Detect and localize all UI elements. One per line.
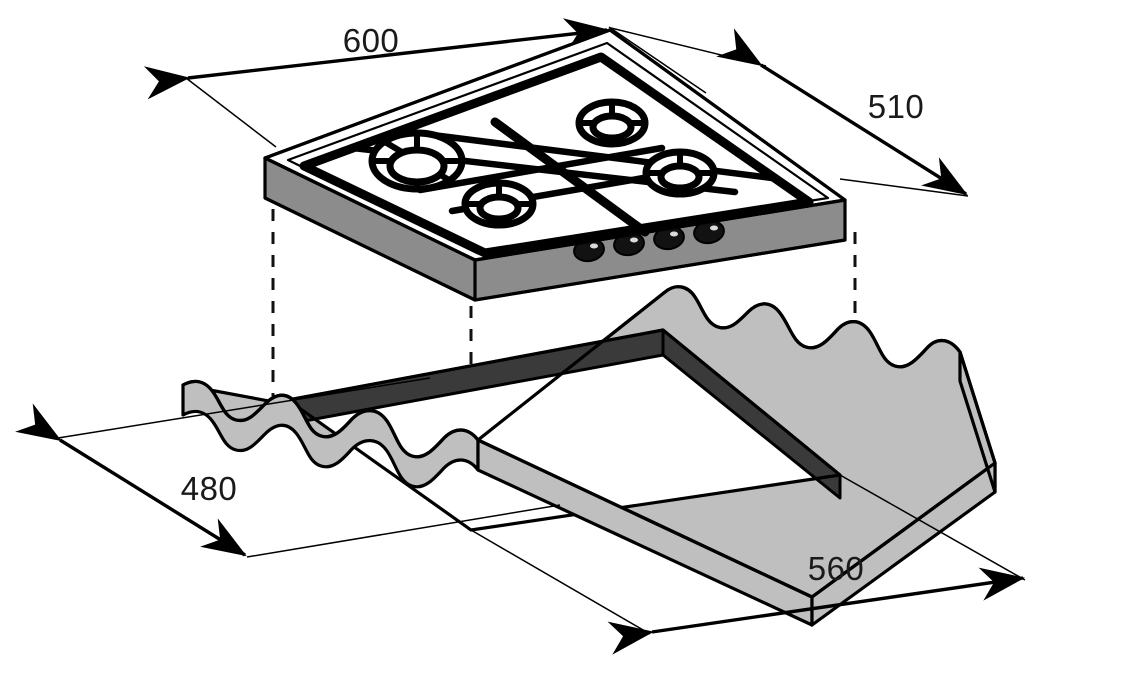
grate-outer-frame — [299, 52, 814, 258]
hob-bottom-left-edge — [263, 156, 477, 262]
control-knobs — [572, 219, 725, 264]
dim-510-label: 510 — [868, 88, 925, 125]
knob-2[interactable] — [612, 231, 645, 258]
dim-480-extension-bottom — [246, 504, 561, 558]
hob-bottom-front-edge — [473, 198, 847, 262]
burner-front-left-inner — [476, 193, 522, 223]
grate-center-rail — [490, 117, 650, 237]
dim-510-arrow-line — [716, 28, 968, 196]
grate-rail-4 — [416, 144, 666, 194]
knob-3[interactable] — [652, 225, 685, 252]
dim-600-arrow-line — [143, 18, 610, 100]
dim-560-extension-left — [470, 529, 651, 635]
dim-600-extension-right — [608, 26, 707, 94]
dim-560-arrow-line — [607, 567, 1026, 655]
dimension-560-group: 560 — [470, 474, 1026, 655]
burner-front-right-inner — [657, 162, 703, 192]
dim-560-extension-right — [839, 474, 1026, 581]
dim-600-label: 600 — [343, 22, 400, 59]
dimension-600-group: 600 — [143, 18, 707, 148]
worktop — [181, 285, 997, 627]
burner-rear-right — [575, 98, 649, 148]
knob-4-highlight — [710, 225, 718, 231]
dim-480-arrow-line — [15, 403, 247, 557]
burner-rear-left — [368, 129, 466, 193]
burner-rear-left-inner — [386, 146, 448, 186]
burner-front-left — [461, 179, 537, 229]
knob-2-highlight — [630, 237, 638, 243]
hob-silhouette-outline — [263, 28, 847, 302]
knob-3-highlight — [670, 231, 678, 237]
burner-rear-right-inner — [589, 112, 635, 142]
knob-1[interactable] — [572, 237, 605, 264]
dim-600-extension-left — [185, 77, 277, 148]
dimension-480-group: 480 — [15, 377, 561, 558]
dimension-510-group: 510 — [610, 27, 969, 197]
dim-560-label: 560 — [808, 550, 865, 587]
dim-480-label: 480 — [181, 470, 238, 507]
worktop-outer-outline — [181, 285, 997, 599]
burner-front-right — [642, 148, 718, 198]
gas-cooktop — [263, 28, 847, 302]
knob-1-highlight — [590, 243, 598, 249]
